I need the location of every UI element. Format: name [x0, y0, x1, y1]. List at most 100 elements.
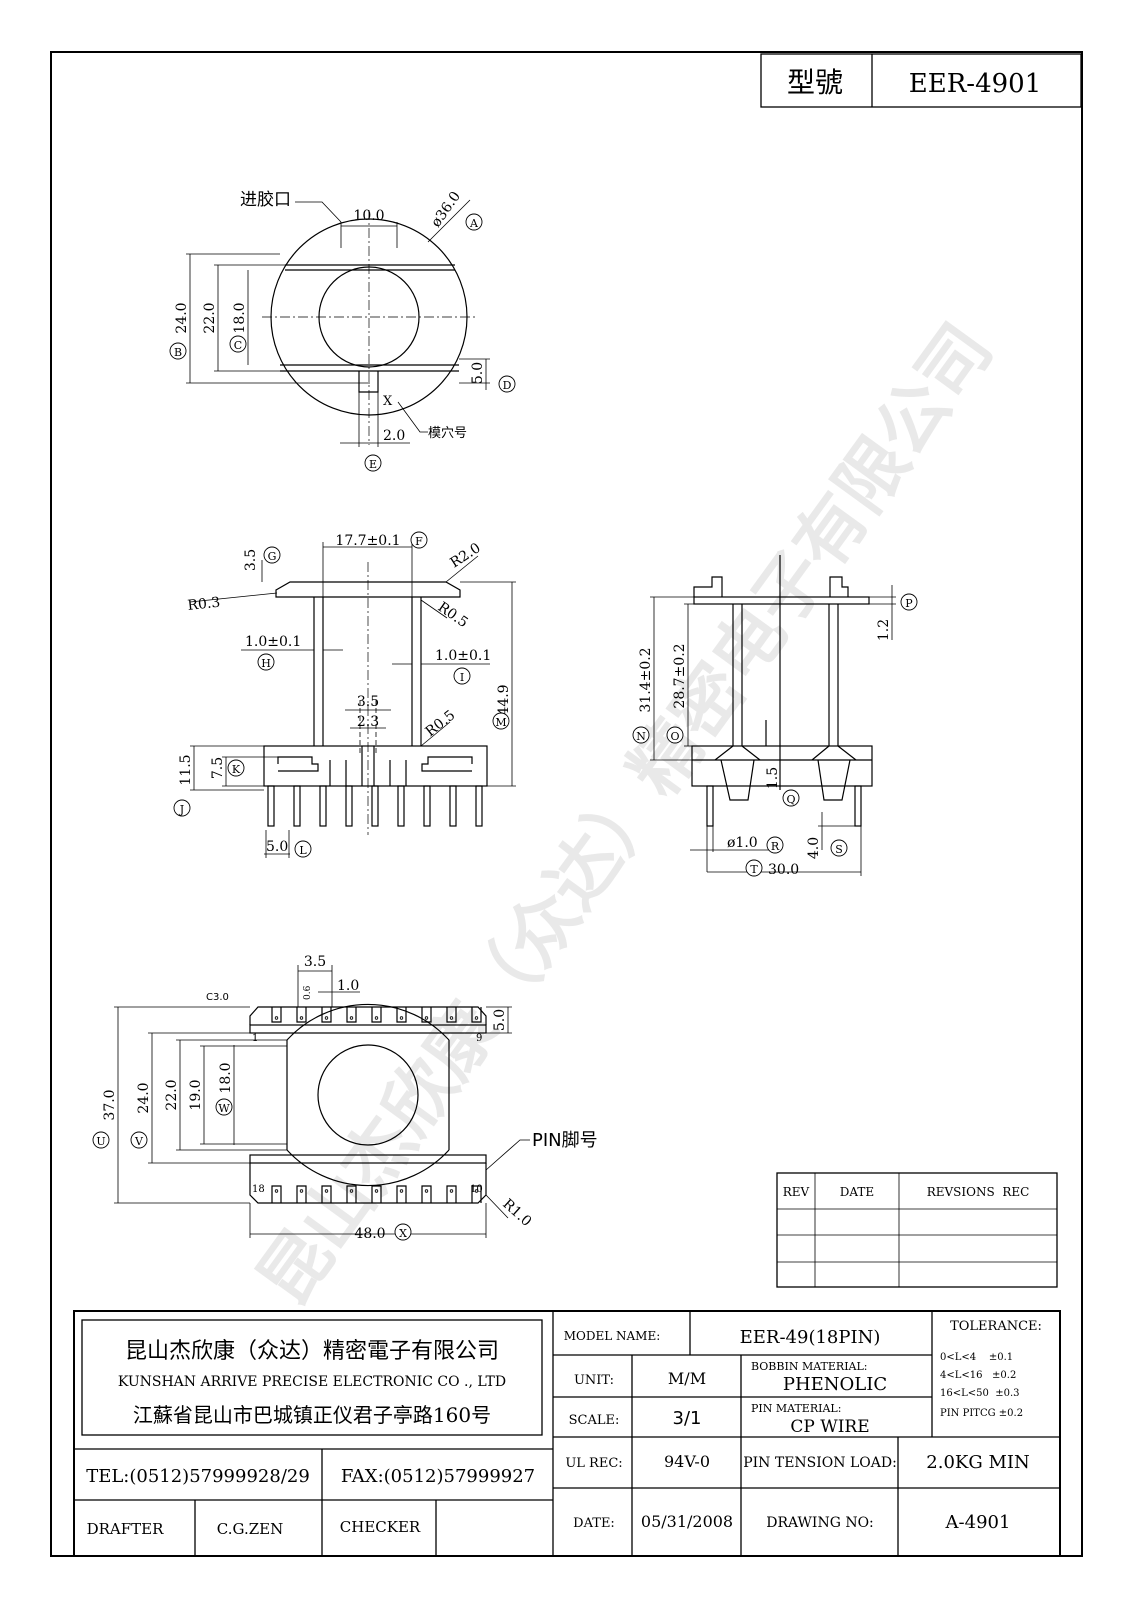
model-label: 型號 [787, 66, 843, 99]
callout-i: I [460, 671, 464, 684]
top-slots [271, 1007, 482, 1023]
gate-label: 进胶口 [240, 190, 291, 210]
dim-r03: R0.3 [187, 595, 221, 614]
pin [267, 785, 275, 827]
dim-e: 2.0 [383, 428, 405, 444]
bobbin-label: BOBBIN MATERIAL: [751, 1360, 868, 1373]
tolerance-row-1: 0<L<4 ±0.1 [940, 1352, 1013, 1363]
pin-slot [321, 1185, 332, 1203]
dim-x: 48.0 [354, 1226, 385, 1242]
callout-j: J [179, 803, 184, 816]
dim-inner-b: 19.0 [188, 1079, 204, 1110]
dim-p: 1.2 [876, 619, 892, 641]
rev-header-revisions: REVSIONS REC [927, 1185, 1030, 1199]
pin-slot [371, 1185, 382, 1203]
model-name-value: EER-49(18PIN) [740, 1327, 881, 1348]
mark-label: 模穴号 [428, 426, 467, 441]
rev-header-date: DATE [840, 1185, 874, 1199]
front-view: 3.5 G 17.7±0.1 F R2.0 R0.3 R0.5 1.0±0.1 … [173, 531, 516, 858]
scale-label: SCALE: [569, 1413, 620, 1428]
callout-b: B [174, 346, 182, 359]
dim-i: 1.0±0.1 [435, 648, 491, 664]
pin-slot [471, 1185, 482, 1203]
pin-hole [449, 1189, 454, 1193]
dim-b: 24.0 [174, 302, 190, 333]
dim-c3: C3.0 [206, 992, 229, 1003]
model-name-label: MODEL NAME: [564, 1329, 661, 1343]
pin-slot [396, 1007, 407, 1023]
bobbin-value: PHENOLIC [783, 1374, 887, 1395]
pin-slot [296, 1185, 307, 1203]
ul-value: 94V-0 [664, 1452, 710, 1471]
ul-label: UL REC: [565, 1456, 622, 1471]
pin [345, 785, 353, 827]
callout-s: S [835, 843, 843, 856]
callout-n: N [636, 730, 646, 743]
pin-slot [396, 1185, 407, 1203]
front-pins [267, 785, 483, 827]
tolerance-row-4: PIN PITCG ±0.2 [940, 1408, 1023, 1419]
callout-h: H [261, 657, 271, 670]
callout-f: F [415, 535, 423, 548]
company-address: 江蘇省昆山市巴城镇正仪君子亭路160号 [133, 1403, 491, 1427]
pin-hole [474, 1016, 479, 1020]
title-block: 昆山杰欣康（众达）精密電子有限公司 KUNSHAN ARRIVE PRECISE… [73, 1310, 1061, 1557]
mark-symbol: X [383, 394, 393, 409]
pin-slot [346, 1185, 357, 1203]
dim-small: 0.6 [303, 985, 313, 1000]
dim-pin-w: 1.0 [337, 978, 359, 994]
pin [449, 785, 457, 827]
callout-k: K [232, 763, 241, 776]
dim-r05a: R0.5 [435, 599, 471, 631]
pin-hole [349, 1016, 354, 1020]
dim-w: 18.0 [218, 1062, 234, 1093]
dim-g: 3.5 [243, 549, 259, 571]
pin-1: 1 [252, 1033, 258, 1044]
tolerance-row-3: 16<L<50 ±0.3 [940, 1388, 1020, 1399]
drafter-label: DRAFTER [87, 1520, 165, 1538]
company-name-en: KUNSHAN ARRIVE PRECISE ELECTRONIC CO ., … [118, 1374, 506, 1390]
drawing-no-value: A-4901 [945, 1512, 1011, 1533]
callout-v: V [134, 1135, 144, 1148]
callout-t: T [750, 863, 758, 876]
pin-hole [324, 1016, 329, 1020]
dim-u: 37.0 [102, 1089, 118, 1120]
pin-18: 18 [252, 1184, 265, 1195]
pin-slot [346, 1007, 357, 1023]
callout-m: M [495, 716, 506, 729]
pin-hole [424, 1016, 429, 1020]
dim-center-a: 3.5 [357, 694, 379, 710]
drafter-value: C.G.ZEN [217, 1520, 283, 1538]
pin-9: 9 [476, 1033, 482, 1044]
pin-hole [474, 1189, 479, 1193]
model-value: EER-4901 [909, 69, 1042, 99]
pin-hole [424, 1189, 429, 1193]
pin-material-label: PIN MATERIAL: [751, 1402, 841, 1415]
pin [319, 785, 327, 827]
rev-header-rev: REV [783, 1185, 810, 1199]
callout-u: U [96, 1135, 105, 1148]
dim-l: 5.0 [266, 839, 288, 855]
callout-a: A [469, 217, 479, 230]
dim-m: 44.9 [496, 684, 512, 715]
callout-e: E [369, 458, 377, 471]
dim-v: 24.0 [136, 1082, 152, 1113]
company-name-cn: 昆山杰欣康（众达）精密電子有限公司 [125, 1339, 499, 1364]
dim-d: 5.0 [470, 362, 486, 384]
dim-f: 17.7±0.1 [335, 533, 400, 549]
checker-label: CHECKER [340, 1518, 421, 1536]
tension-value: 2.0KG MIN [926, 1452, 1029, 1473]
pin-hole [374, 1016, 379, 1020]
scale-value: 3/1 [673, 1408, 702, 1429]
pin-hole [449, 1016, 454, 1020]
date-value: 05/31/2008 [641, 1512, 733, 1531]
pin-label: PIN脚号 [532, 1130, 598, 1151]
pin-slot [371, 1007, 382, 1023]
pin-hole [399, 1016, 404, 1020]
unit-value: M/M [668, 1369, 706, 1388]
callout-d: D [503, 379, 512, 392]
dim-r: ø1.0 [727, 835, 758, 851]
pin-hole [299, 1016, 304, 1020]
pin-hole [274, 1016, 279, 1020]
pin-hole [374, 1189, 379, 1193]
